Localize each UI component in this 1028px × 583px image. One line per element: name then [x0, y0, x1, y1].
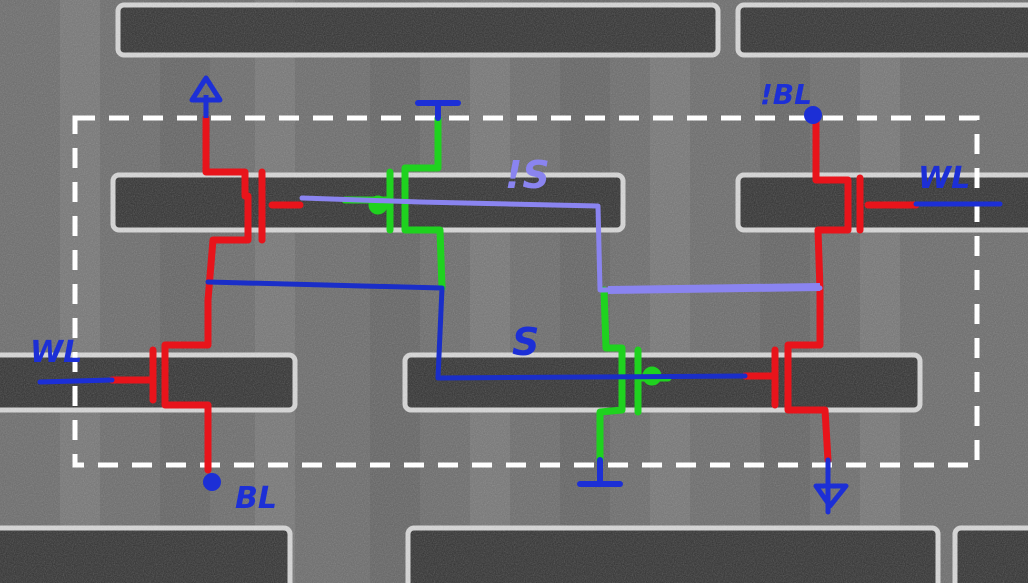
wl-left-label: WL: [30, 335, 82, 370]
node-s-label: S: [512, 320, 539, 364]
node-ns-label: !S: [505, 153, 550, 197]
nbl-label: !BL: [760, 78, 812, 111]
vdd-arrow-icon: [189, 75, 223, 118]
left-access-nmos-wire: [161, 114, 252, 474]
gnd-arrow-icon: [813, 483, 849, 509]
node-s-wire: [205, 279, 748, 381]
vdd-tee-icon: [415, 100, 461, 121]
nbl-dot-icon: [804, 106, 822, 124]
gnd-tee-icon: [577, 457, 623, 487]
bl-dot-icon: [203, 473, 221, 491]
bl-label: BL: [235, 481, 277, 516]
wl-right-label: WL: [918, 161, 970, 196]
wl-left-line: [37, 377, 115, 385]
cell-boundary: [72, 115, 980, 468]
node-ns-bus: [607, 283, 821, 294]
